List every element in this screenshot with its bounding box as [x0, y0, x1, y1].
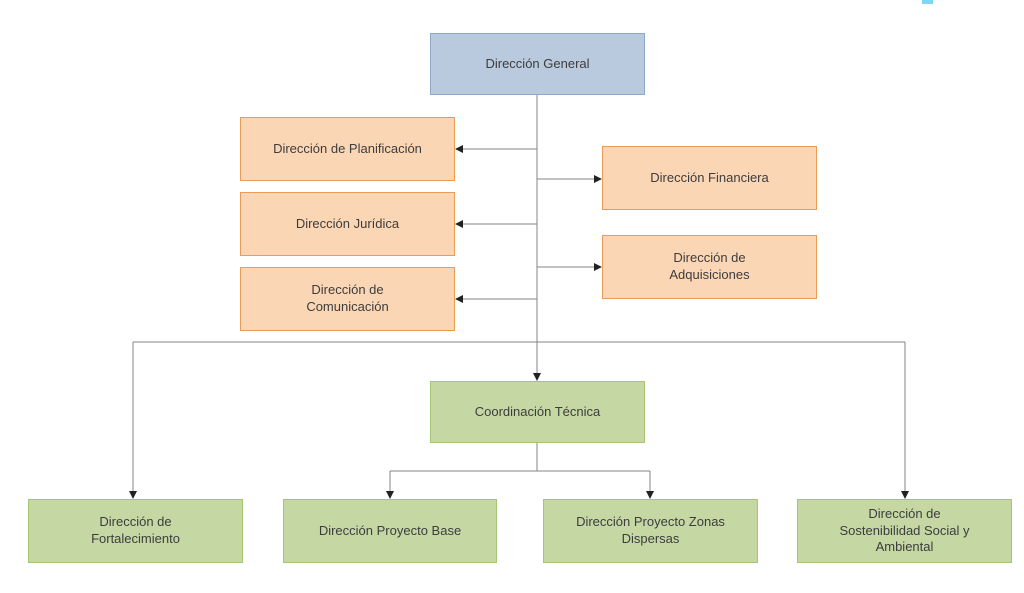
node-coordinacion-tecnica: Coordinación Técnica [430, 381, 645, 443]
node-label: Dirección Proyecto Zonas Dispersas [576, 514, 725, 546]
arrow-right-icon [594, 263, 602, 271]
arrow-down-icon [646, 491, 654, 499]
arrow-left-icon [455, 295, 463, 303]
top-right-artifact [922, 0, 933, 4]
node-direccion-general: Dirección General [430, 33, 645, 95]
node-label: Dirección de Planificación [273, 140, 422, 156]
node-label: Dirección Jurídica [295, 215, 400, 231]
node-direccion-planificacion: Dirección de Planificación [240, 117, 455, 181]
node-label: Dirección de Fortalecimiento [91, 514, 180, 546]
node-direccion-adquisiciones: Dirección de Adquisiciones [602, 235, 817, 299]
arrow-left-icon [455, 220, 463, 228]
arrow-down-icon [386, 491, 394, 499]
node-label: Dirección General [485, 55, 590, 71]
arrow-right-icon [594, 175, 602, 183]
node-label: Dirección de Sostenibilidad Social y Amb… [839, 505, 970, 555]
node-direccion-proyecto-base: Dirección Proyecto Base [283, 499, 497, 563]
node-direccion-proyecto-zonas-dispersas: Dirección Proyecto Zonas Dispersas [543, 499, 758, 563]
node-direccion-fortalecimiento: Dirección de Fortalecimiento [28, 499, 243, 563]
node-label: Dirección de Adquisiciones [669, 250, 750, 282]
arrow-left-icon [455, 145, 463, 153]
arrow-down-icon [129, 491, 137, 499]
node-direccion-comunicacion: Dirección de Comunicación [240, 267, 455, 331]
node-label: Dirección Proyecto Base [318, 522, 462, 538]
node-label: Dirección Financiera [650, 169, 769, 185]
node-label: Coordinación Técnica [474, 403, 601, 419]
arrow-down-icon [901, 491, 909, 499]
node-direccion-juridica: Dirección Jurídica [240, 192, 455, 256]
node-label: Dirección de Comunicación [306, 282, 389, 314]
node-direccion-financiera: Dirección Financiera [602, 146, 817, 210]
node-direccion-sostenibilidad: Dirección de Sostenibilidad Social y Amb… [797, 499, 1012, 563]
arrow-down-icon [533, 373, 541, 381]
